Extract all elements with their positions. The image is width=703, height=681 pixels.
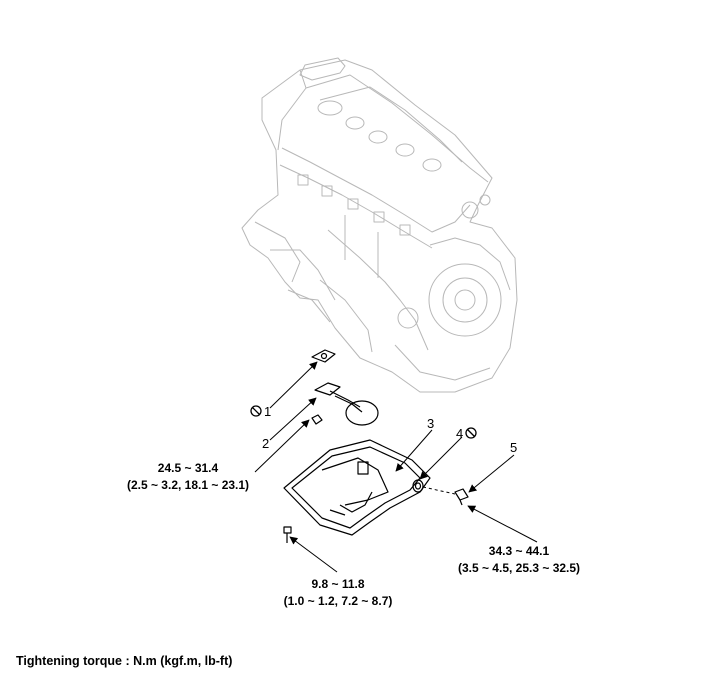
torque-nm: 9.8 ~ 11.8: [311, 577, 364, 591]
oil-pan-bolt: [283, 526, 292, 543]
torque-plug-leader: [467, 505, 538, 543]
engine-block-illustration: [241, 57, 518, 393]
torque-spec-drain-plug: 34.3 ~ 44.1 (3.5 ~ 4.5, 25.3 ~ 32.5): [458, 544, 580, 575]
torque-kgf-lbft: (2.5 ~ 3.2, 18.1 ~ 23.1): [127, 478, 249, 492]
callout-5: 5: [510, 440, 517, 455]
no-reuse-icon: [250, 405, 262, 417]
callout-number: 4: [456, 426, 463, 441]
drain-plug: [454, 488, 469, 506]
oil-pan: [283, 439, 431, 536]
torque-units-note: Tightening torque : N.m (kgf.m, lb-ft): [16, 654, 233, 668]
torque-nm: 24.5 ~ 31.4: [158, 461, 219, 475]
callout-number: 3: [427, 416, 434, 431]
drain-plug-gasket: [412, 479, 424, 493]
oil-screen-gasket: [311, 349, 336, 363]
callout-5-leader: [468, 454, 515, 493]
torque-spec-pan-bolts: 9.8 ~ 11.8 (1.0 ~ 1.2, 7.2 ~ 8.7): [284, 577, 393, 608]
callout-2: 2: [262, 436, 269, 451]
callout-number: 5: [510, 440, 517, 455]
callout-3: 3: [427, 416, 434, 431]
oil-screen: [311, 382, 379, 426]
callout-number: 1: [264, 404, 271, 419]
torque-bolt-leader: [289, 536, 338, 573]
torque-screen-leader: [254, 419, 310, 473]
torque-spec-oil-screen: 24.5 ~ 31.4 (2.5 ~ 3.2, 18.1 ~ 23.1): [127, 461, 249, 492]
torque-kgf-lbft: (3.5 ~ 4.5, 25.3 ~ 32.5): [458, 561, 580, 575]
callout-4-leader: [419, 436, 463, 480]
callout-number: 2: [262, 436, 269, 451]
callout-3-leader: [395, 429, 433, 472]
drain-plug-alignment-line: [422, 486, 456, 495]
torque-nm: 34.3 ~ 44.1: [489, 544, 550, 558]
callout-4: 4: [456, 426, 477, 441]
callout-1-leader: [269, 361, 318, 409]
no-reuse-icon: [465, 427, 477, 439]
callout-2-leader: [269, 397, 317, 441]
callout-1: 1: [250, 404, 271, 419]
torque-kgf-lbft: (1.0 ~ 1.2, 7.2 ~ 8.7): [284, 594, 393, 608]
